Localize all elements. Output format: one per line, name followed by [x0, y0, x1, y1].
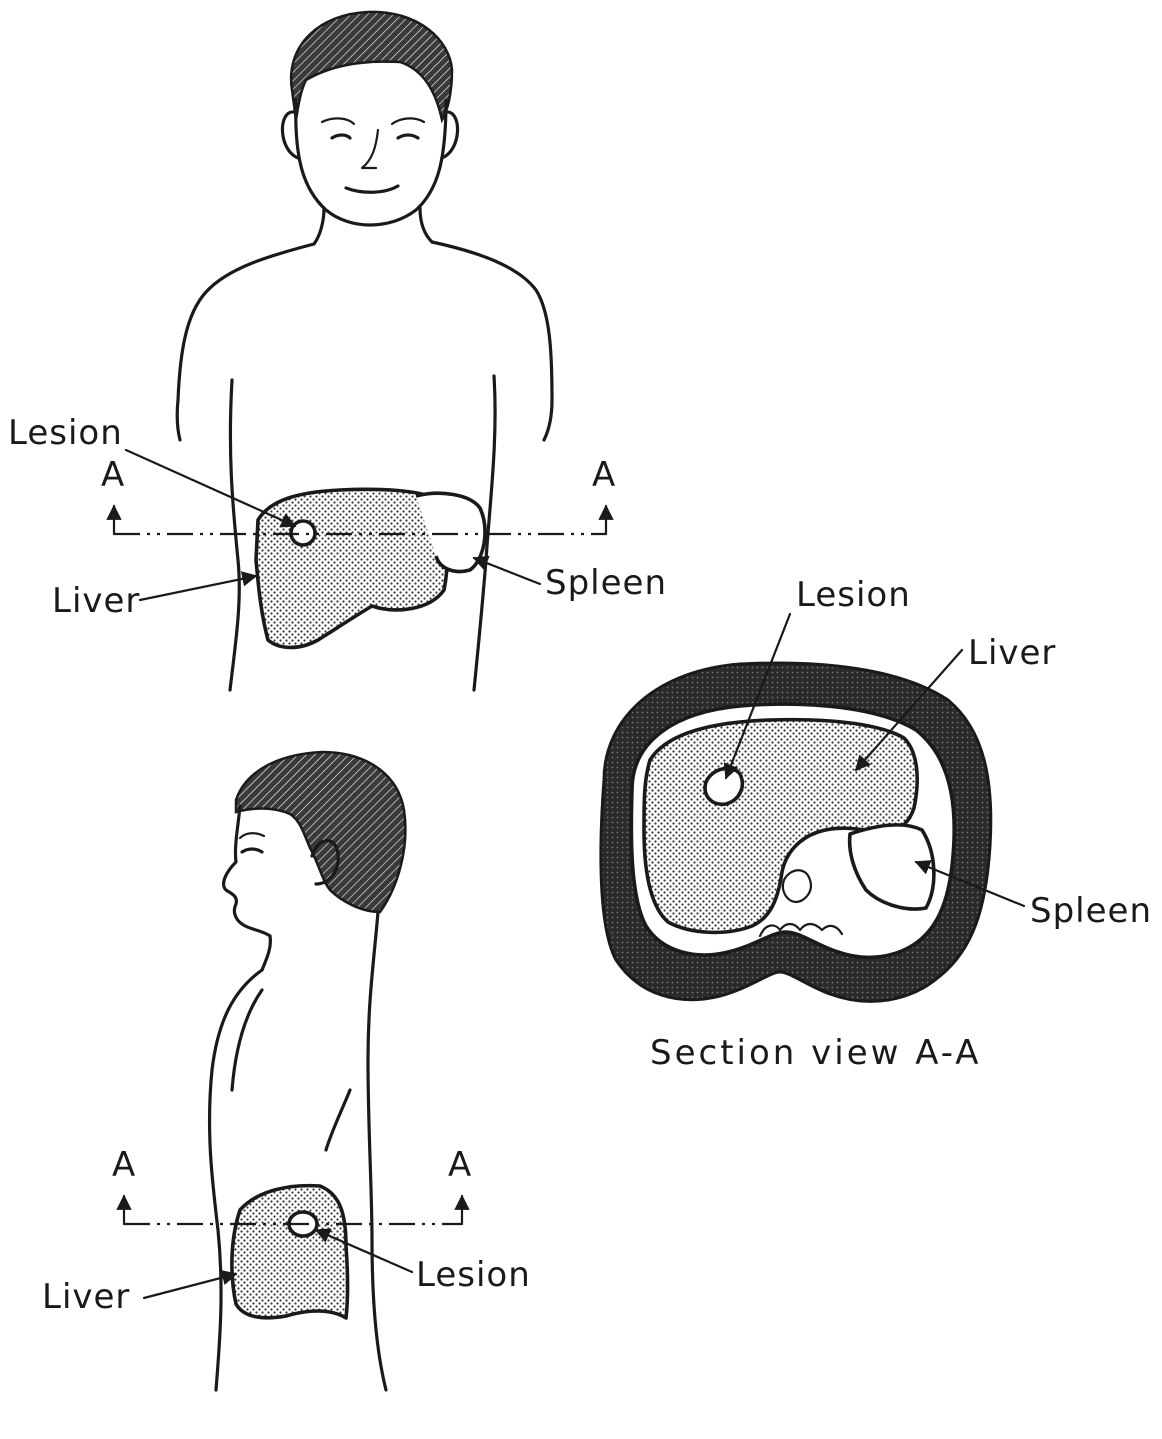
- section-view: [601, 663, 991, 1001]
- side-liver-label: Liver: [42, 1277, 130, 1317]
- section-liver-label: Liver: [968, 633, 1056, 673]
- front-spleen-label: Spleen: [545, 563, 667, 603]
- front-liver-shape: [256, 489, 447, 647]
- section-lesion-shape: [705, 768, 742, 804]
- side-section-right-label: A: [448, 1145, 472, 1185]
- front-lesion-label: Lesion: [8, 413, 123, 453]
- section-lesion-label: Lesion: [796, 575, 911, 615]
- front-liver-label: Liver: [52, 581, 140, 621]
- front-section-left-label: A: [101, 455, 125, 495]
- section-spleen-label: Spleen: [1030, 891, 1152, 931]
- side-section-left-label: A: [112, 1145, 136, 1185]
- section-caption: Section view A-A: [650, 1033, 982, 1073]
- side-lesion-label: Lesion: [416, 1255, 531, 1295]
- side-liver-shape: [232, 1186, 348, 1318]
- front-section-right-label: A: [592, 455, 616, 495]
